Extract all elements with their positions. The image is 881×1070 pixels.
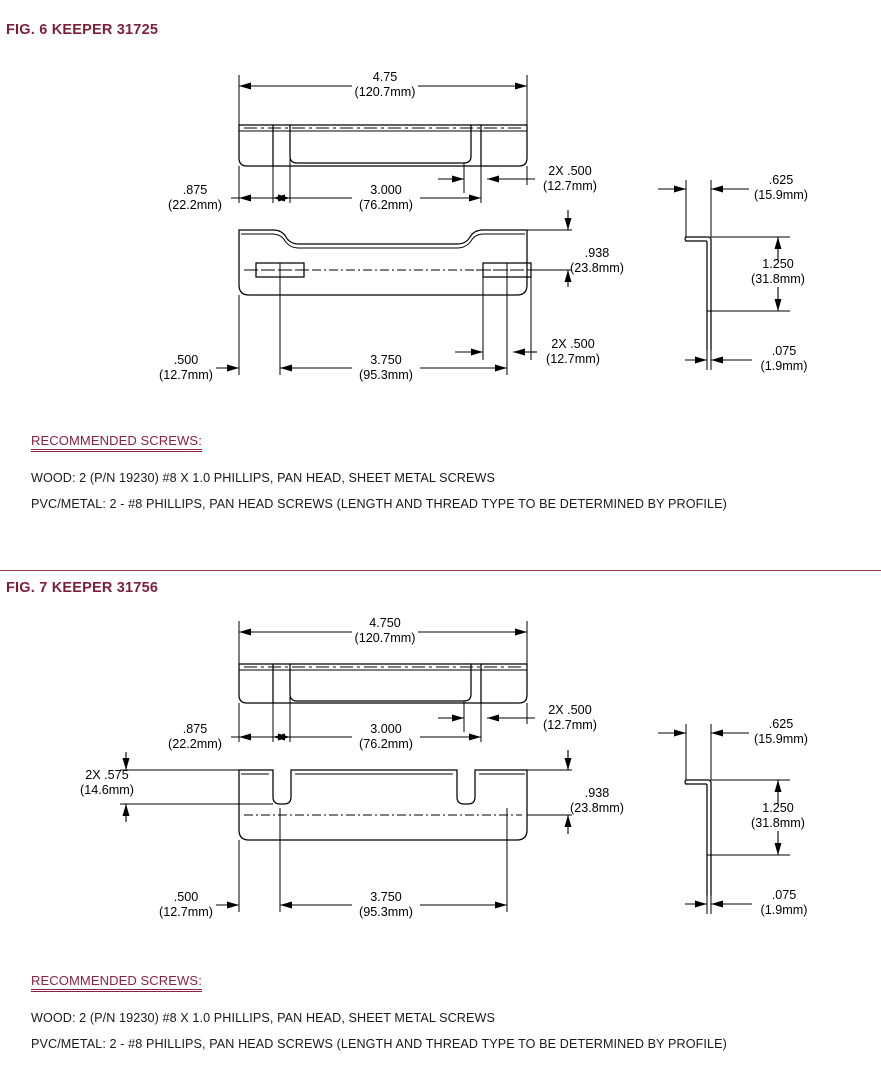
fig7-dim-leg-inch: 1.250	[762, 801, 794, 815]
fig7-dim-notch-mm: (14.6mm)	[80, 783, 134, 797]
section-divider	[0, 570, 881, 571]
fig7-dim-flange-mm: (15.9mm)	[754, 732, 808, 746]
fig6-screws-wood: WOOD: 2 (P/N 19230) #8 X 1.0 PHILLIPS, P…	[31, 471, 495, 485]
fig6-dim-flange-inch: .625	[769, 173, 794, 187]
fig6-dim-center-inch: 3.000	[370, 183, 402, 197]
fig7-dim-overall-inch: 4.750	[369, 616, 401, 630]
fig7-dim-center-inch: 3.000	[370, 722, 402, 736]
fig7-dim-center-mm: (76.2mm)	[359, 737, 413, 751]
fig6-dim-height-inch: .938	[585, 246, 610, 260]
fig6-dim-leg-inch: 1.250	[762, 257, 794, 271]
fig7-dim-overall-mm: (120.7mm)	[355, 631, 416, 645]
fig6-dim-edge-mm: (12.7mm)	[159, 368, 213, 382]
fig7-dim-leg-mm: (31.8mm)	[751, 816, 805, 830]
fig6-dim-slot-top-mm: (12.7mm)	[543, 179, 597, 193]
fig6-screws-block: RECOMMENDED SCREWS: WOOD: 2 (P/N 19230) …	[31, 432, 851, 511]
fig6-dim-endoffset-mm: (22.2mm)	[168, 198, 222, 212]
fig7-dim-height-inch: .938	[585, 786, 610, 800]
fig7-dim-slot-top-inch: 2X .500	[548, 703, 591, 717]
fig6-dim-thick-inch: .075	[772, 344, 797, 358]
fig7-dim-endoffset-mm: (22.2mm)	[168, 737, 222, 751]
fig7-title: FIG. 7 KEEPER 31756	[6, 580, 159, 596]
fig6-dim-center-mm: (76.2mm)	[359, 198, 413, 212]
fig7-dim-slot-top-mm: (12.7mm)	[543, 718, 597, 732]
fig7-screws-pvc: PVC/METAL: 2 - #8 PHILLIPS, PAN HEAD SCR…	[31, 1037, 727, 1051]
fig7-dim-holespan-inch: 3.750	[370, 890, 402, 904]
fig6-dim-leg-mm: (31.8mm)	[751, 272, 805, 286]
fig7-dim-flange-inch: .625	[769, 717, 794, 731]
fig6-dim-overall-mm: (120.7mm)	[355, 85, 416, 99]
fig6-title: FIG. 6 KEEPER 31725	[6, 22, 159, 38]
fig7-screws-heading: RECOMMENDED SCREWS:	[31, 973, 202, 992]
fig7-dim-notch-inch: 2X .575	[85, 768, 128, 782]
fig6-dim-height-mm: (23.8mm)	[570, 261, 624, 275]
fig6-dim-slot-top-inch: 2X .500	[548, 164, 591, 178]
fig6-dim-edge-inch: .500	[174, 353, 199, 367]
fig6-dim-endoffset-inch: .875	[183, 183, 208, 197]
fig6-dim-slot-front-inch: 2X .500	[551, 337, 594, 351]
fig6-dim-thick-mm: (1.9mm)	[761, 359, 808, 373]
fig7-dim-height-mm: (23.8mm)	[570, 801, 624, 815]
fig6-dim-slot-front-mm: (12.7mm)	[546, 352, 600, 366]
fig6-dim-overall-inch: 4.75	[373, 70, 398, 84]
fig7-dim-holespan-mm: (95.3mm)	[359, 905, 413, 919]
fig6-screws-heading: RECOMMENDED SCREWS:	[31, 433, 202, 452]
fig7-drawing: 4.750 (120.7mm) .875 (22.2mm) 3.000 (76.…	[80, 616, 808, 919]
fig7-dim-edge-mm: (12.7mm)	[159, 905, 213, 919]
fig7-screws-block: RECOMMENDED SCREWS: WOOD: 2 (P/N 19230) …	[31, 972, 851, 1051]
fig6-dim-flange-mm: (15.9mm)	[754, 188, 808, 202]
fig6-screws-pvc: PVC/METAL: 2 - #8 PHILLIPS, PAN HEAD SCR…	[31, 497, 727, 511]
fig7-screws-wood: WOOD: 2 (P/N 19230) #8 X 1.0 PHILLIPS, P…	[31, 1011, 495, 1025]
fig7-dim-thick-mm: (1.9mm)	[761, 903, 808, 917]
fig6-dim-holespan-mm: (95.3mm)	[359, 368, 413, 382]
fig6-dim-holespan-inch: 3.750	[370, 353, 402, 367]
fig7-dim-endoffset-inch: .875	[183, 722, 208, 736]
fig7-dim-thick-inch: .075	[772, 888, 797, 902]
fig7-dim-edge-inch: .500	[174, 890, 199, 904]
fig6-drawing: 4.75 (120.7mm) .875 (22.2mm) 3.000 (	[159, 70, 808, 382]
